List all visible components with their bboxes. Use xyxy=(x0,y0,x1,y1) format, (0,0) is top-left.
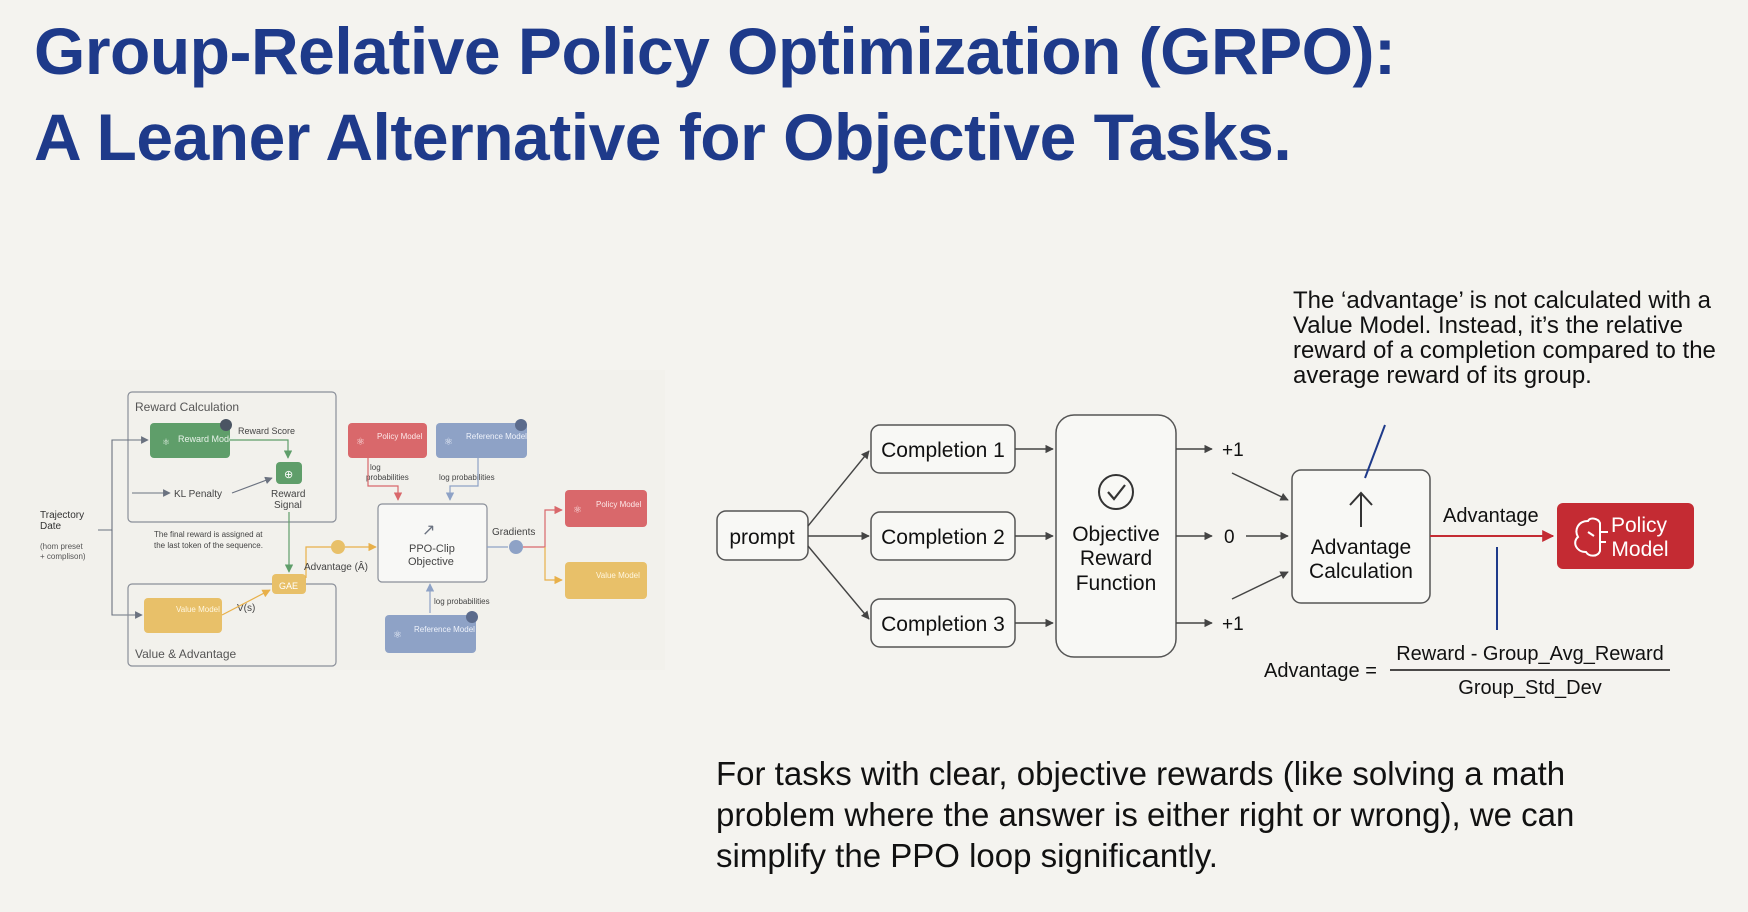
ppo-clip-label-1: PPO-Clip xyxy=(409,543,455,555)
checkmark-icon xyxy=(1107,484,1126,501)
log-prob-label-2: log probabilities xyxy=(439,473,495,482)
advantage-calculation-label-2: Calculation xyxy=(1309,560,1413,583)
reference-model-top-label: Reference Model xyxy=(466,432,527,441)
grpo-diagram: prompt Completion 1 Completion 2 Complet… xyxy=(716,414,1694,699)
lock-icon xyxy=(220,419,232,431)
log-prob-label-3: log probabilities xyxy=(434,597,490,606)
reward-3-to-advantage-arrow xyxy=(1231,571,1289,600)
gae-to-advantage-line xyxy=(305,546,334,578)
brain-icon-policy-model xyxy=(1574,517,1608,557)
policy-model-right-label: Policy Model xyxy=(596,500,642,509)
brain-icon-reference-bottom: ⚛ xyxy=(393,630,402,641)
reference-model-bottom-label: Reference Model xyxy=(414,625,475,634)
ppo-diagram-background xyxy=(0,370,665,670)
formula-lhs: Advantage = xyxy=(1264,660,1377,682)
value-model-right-box xyxy=(565,562,647,599)
gae-box xyxy=(272,574,306,594)
value-function-label: V(s) xyxy=(237,603,255,614)
objective-label-1: Objective xyxy=(1072,523,1160,546)
kl-penalty-label: KL Penalty xyxy=(174,489,222,500)
trajectory-label-3: (hom preset xyxy=(40,542,83,551)
completion-2-label: Completion 2 xyxy=(881,526,1005,549)
policy-model-label-2: Model xyxy=(1611,538,1668,561)
reward-3-value: +1 xyxy=(1222,614,1244,635)
gradients-label: Gradients xyxy=(492,527,535,538)
gradient-to-value-arrow xyxy=(544,547,563,585)
brain-icon-reference: ⚛ xyxy=(444,437,453,448)
final-reward-note-1: The final reward is assigned at xyxy=(154,530,263,539)
reward-signal-label-1: Reward xyxy=(271,489,305,500)
log-prob-label-1a: log xyxy=(370,463,381,472)
policy-model-top-box xyxy=(348,423,427,458)
advantage-calculation-label-1: Advantage xyxy=(1311,536,1411,559)
bottom-description: For tasks with clear, objective rewards … xyxy=(716,755,1575,874)
formula-denominator: Group_Std_Dev xyxy=(1458,677,1601,699)
reward-calculation-group xyxy=(127,391,337,523)
gradient-to-policy-arrow xyxy=(523,505,563,548)
reward-model-label: Reward Model xyxy=(178,434,236,444)
trajectory-label-2: Date xyxy=(40,521,62,532)
completion-3-label: Completion 3 xyxy=(881,613,1005,636)
reward-signal-label-2: Signal xyxy=(274,500,302,511)
gae-label: GAE xyxy=(279,581,298,591)
trajectory-arrow-reward xyxy=(98,436,149,531)
policy-model-label-1: Policy xyxy=(1611,514,1668,537)
trajectory-arrow-value xyxy=(111,530,143,619)
reward-signal-node xyxy=(276,462,302,484)
trajectory-label-4: + complison) xyxy=(40,552,86,561)
objective-label-3: Function xyxy=(1076,572,1157,595)
chart-icon: ↗ xyxy=(422,522,435,539)
gradient-node xyxy=(509,540,523,554)
log-prob-label-1b: probabilities xyxy=(366,473,409,482)
value-advantage-group xyxy=(127,583,337,667)
ppo-clip-box xyxy=(377,503,488,583)
advantage-arrow-label: Advantage xyxy=(1443,505,1539,527)
reference-logprob-arrow xyxy=(445,458,479,501)
reward-model-box xyxy=(150,423,230,458)
objective-label-2: Reward xyxy=(1080,547,1152,570)
title-line-1: Group-Relative Policy Optimization (GRPO… xyxy=(34,14,1396,88)
brain-icon-policy: ⚛ xyxy=(356,437,365,448)
reference-model-top-box xyxy=(436,423,527,458)
advantage-node xyxy=(331,540,345,554)
ppo-clip-label-2: Objective xyxy=(408,556,454,568)
reward-score-arrow xyxy=(230,439,293,459)
brain-icon-policy-right: ⚛ xyxy=(573,505,582,516)
check-circle-icon xyxy=(1098,474,1134,510)
formula-numerator: Reward - Group_Avg_Reward xyxy=(1396,643,1664,665)
reward-2-value: 0 xyxy=(1224,527,1235,548)
final-reward-note-2: the last token of the sequence. xyxy=(154,541,263,550)
policy-logprob-arrow xyxy=(367,458,403,501)
value-model-right-label: Value Model xyxy=(596,571,640,580)
brain-icon: ⚛ xyxy=(162,437,170,447)
policy-model-right-box xyxy=(565,490,647,527)
prompt-to-completion-3-arrow xyxy=(807,545,870,620)
reference-model-bottom-box xyxy=(385,615,476,653)
value-to-gae-arrow xyxy=(221,589,271,616)
lock-icon-reference-bottom xyxy=(466,611,478,623)
completion-1-label: Completion 1 xyxy=(881,439,1005,462)
prompt-to-completion-1-arrow xyxy=(807,450,870,527)
value-model-box xyxy=(144,598,222,633)
lock-icon-reference xyxy=(515,419,527,431)
reward-1-to-advantage-arrow xyxy=(1231,472,1289,501)
value-model-label: Value Model xyxy=(176,605,220,614)
reward-calculation-label: Reward Calculation xyxy=(135,400,239,414)
advantage-annotation: The ‘advantage’ is not calculated with a… xyxy=(1293,287,1716,389)
reward-score-label: Reward Score xyxy=(238,426,295,436)
trajectory-label-1: Trajectory xyxy=(40,510,84,521)
advantage-label: Advantage (Â) xyxy=(304,560,368,573)
value-advantage-label: Value & Advantage xyxy=(135,647,237,661)
prompt-label: prompt xyxy=(729,526,795,549)
policy-model-top-label: Policy Model xyxy=(377,432,423,441)
page-title: Group-Relative Policy Optimization (GRPO… xyxy=(34,8,1396,180)
plus-icon: ⊕ xyxy=(284,469,293,481)
reward-1-value: +1 xyxy=(1222,440,1244,461)
note-pointer-line xyxy=(1364,424,1386,479)
ppo-diagram: Reward Calculation ⚛ Reward Model Reward… xyxy=(0,370,665,670)
arrow-up-icon xyxy=(1349,491,1373,527)
kl-penalty-arrow-out xyxy=(231,476,273,494)
title-line-2: A Leaner Alternative for Objective Tasks… xyxy=(34,100,1292,174)
